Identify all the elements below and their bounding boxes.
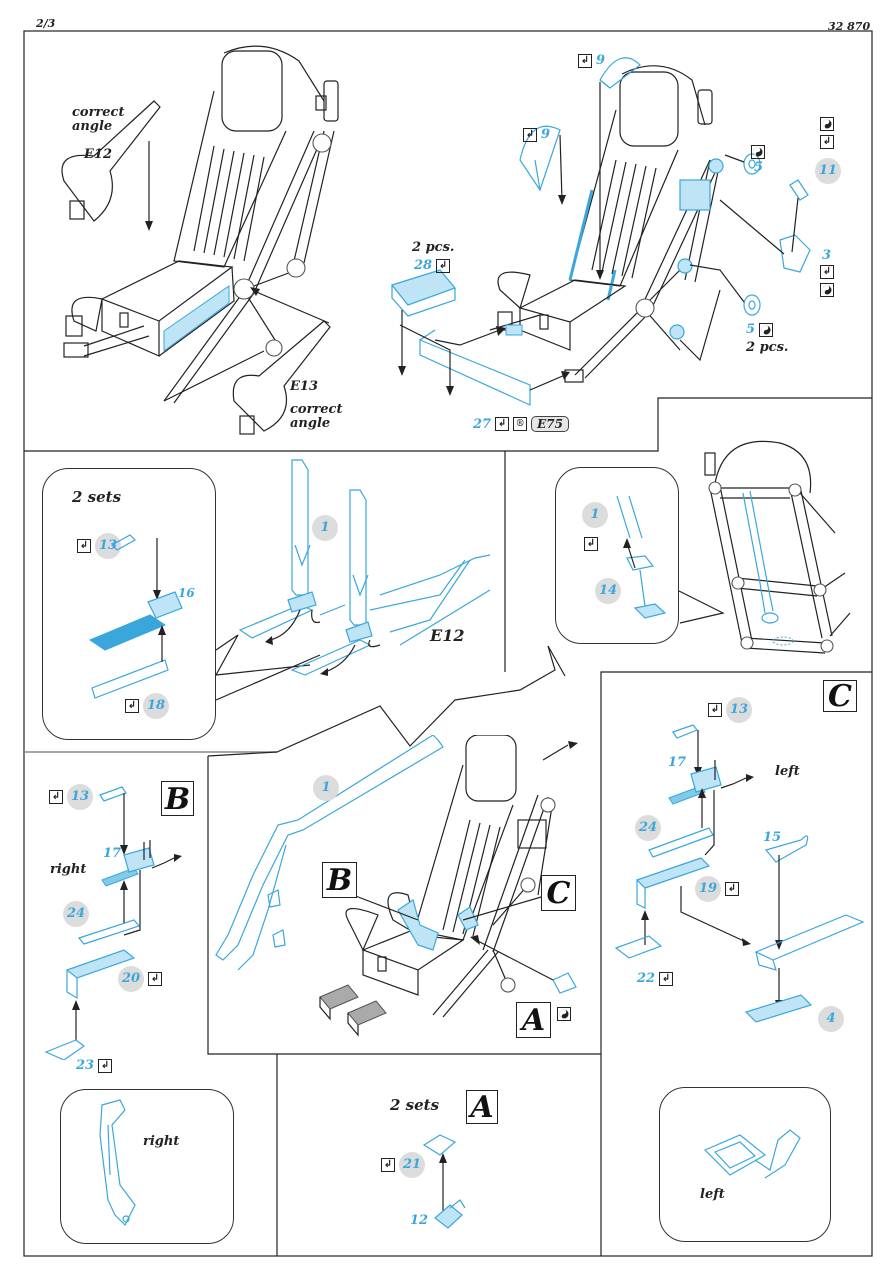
bend-icon: ↲ [578, 53, 592, 68]
side-label-left: left [775, 764, 800, 779]
yin-yang-icon [820, 283, 834, 297]
callout-buckle-left [659, 1087, 831, 1242]
bend-icon: ↲ [820, 265, 834, 279]
buckle-right-detail [99, 1099, 136, 1227]
part-1-number: 1 [313, 775, 339, 801]
label-e12-correct-angle: correct angle [72, 105, 125, 134]
part-15-number: 15 [763, 830, 782, 845]
part-13-label: ↲ 13 [49, 784, 93, 810]
part-23-label: 23 ↲ [76, 1058, 113, 1073]
part-20-label: 20 ↲ [118, 966, 162, 992]
yin-yang-icon [820, 117, 834, 131]
bend-icon: ↲ [523, 127, 537, 142]
bend-icon: ↲ [148, 972, 162, 986]
part-28-label: 28 ↲ [414, 258, 451, 273]
bend-icon: ↲ [436, 258, 451, 273]
seat-illustration-parts [390, 57, 811, 406]
bend-icon: ↲ [77, 539, 91, 553]
bend-icon: ↲ [49, 790, 63, 804]
section-letter-c-pointer: C [541, 875, 576, 911]
part-24-number: 24 [63, 901, 89, 927]
callout-strap-assembly [42, 468, 216, 740]
part-16-number: 16 [178, 586, 195, 600]
part-22-label: 22 ↲ [637, 971, 674, 986]
part-13-label: ↲ 13 [77, 533, 121, 559]
part-1-number: 1 [582, 502, 608, 528]
part-24-number: 24 [635, 815, 661, 841]
bend-icon: ↲ [708, 703, 722, 717]
part-3-icons: ↲ [820, 265, 834, 297]
part-3-number: 3 [822, 248, 832, 263]
yin-yang-icon [557, 1007, 571, 1021]
bend-icon: ↲ [820, 135, 834, 149]
bend-icon: ↲ [725, 882, 739, 896]
callout-buckle-right [60, 1089, 234, 1244]
part-11-icons: ↲ [820, 117, 834, 149]
part-a-yin-yang [557, 1006, 571, 1025]
ref-e75-badge: E75 [531, 416, 569, 432]
label-e12-frame: E12 [430, 626, 465, 645]
sets-label: 2 sets [390, 1096, 440, 1114]
bend-icon: ↲ [381, 1158, 395, 1172]
buckle-b-illustration [44, 786, 182, 1060]
part-28-qty: 2 pcs. [412, 240, 455, 255]
bend-icon: ↲ [495, 417, 510, 431]
bend-icon: ↲ [584, 537, 598, 551]
bend-icon: ↲ [659, 971, 674, 986]
bend-icon: ↲ [98, 1058, 113, 1073]
part-4-number: 4 [818, 1006, 844, 1032]
product-code: 32 870 [828, 20, 871, 33]
part-11-number: 11 [815, 158, 841, 184]
part-27-label: 27 ↲ ® E75 [473, 416, 569, 432]
section-letter-b: B [161, 781, 194, 817]
part-21-label: ↲ 21 [381, 1152, 425, 1178]
part-17-number: 17 [668, 755, 687, 770]
section-letter-b-pointer: B [322, 862, 357, 898]
buckle-left-detail [703, 1129, 801, 1179]
part-19-label: 19 ↲ [695, 876, 739, 902]
side-label-right: right [50, 862, 87, 877]
seat-assembled-illustration [215, 735, 578, 1037]
part-5-qty: 2 pcs. [746, 340, 789, 355]
part-17-number: 17 [103, 846, 122, 861]
callout-side-label-right: right [143, 1134, 180, 1149]
part-9-top-label: ↲ 9 [578, 53, 605, 68]
buckle-c-illustration [614, 724, 865, 1023]
part-1-number: 1 [312, 515, 338, 541]
part-5-top-number: 5 [754, 160, 764, 175]
part-14-number: 14 [595, 578, 621, 604]
label-e12: E12 [84, 147, 112, 162]
page-number: 2/3 [36, 17, 56, 30]
part-1-bend: ↲ [584, 531, 598, 551]
strap-assembly-illustration [88, 459, 491, 701]
part-12-number: 12 [410, 1213, 429, 1228]
section-letter-a-pointer: A [516, 1002, 551, 1038]
part-9-left-label: ↲ 9 [523, 127, 550, 142]
callout-side-label-left: left [700, 1187, 725, 1202]
part-18-label: ↲ 18 [125, 693, 169, 719]
label-e13: E13 [290, 379, 318, 394]
label-e13-correct-angle: correct angle [290, 402, 343, 431]
seat-illustration-main [61, 45, 339, 435]
sets-label: 2 sets [72, 488, 122, 506]
part-a-illustration [422, 1134, 466, 1229]
part-5-bottom-label: 5 [746, 322, 774, 337]
section-letter-a: A [466, 1090, 498, 1125]
part-5-top-icon [751, 144, 765, 163]
registered-icon: ® [513, 417, 528, 431]
part-13-label: ↲ 13 [708, 697, 752, 723]
bend-icon: ↲ [125, 699, 139, 713]
yin-yang-icon [759, 322, 774, 337]
seat-rear-illustration [616, 440, 851, 654]
section-letter-c: C [823, 680, 857, 713]
yin-yang-icon [751, 145, 765, 159]
